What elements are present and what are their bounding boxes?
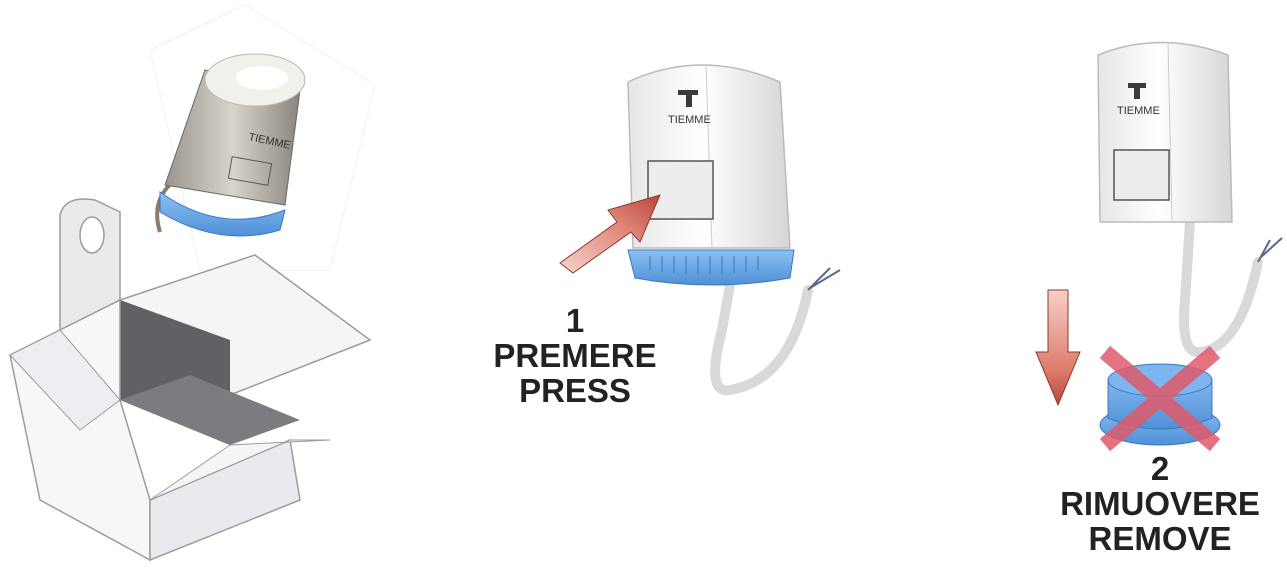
actuator-cable	[715, 285, 808, 390]
step-2-label: 2 RIMUOVERE REMOVE	[1040, 452, 1280, 557]
cable-wires	[808, 268, 840, 290]
step-2-label-en: REMOVE	[1040, 522, 1280, 557]
step-1-label-it: PREMERE	[470, 339, 680, 374]
step-1-label: 1 PREMERE PRESS	[470, 304, 680, 409]
actuator-blue-ring	[628, 250, 794, 285]
remove-arrow	[1036, 290, 1080, 405]
step-2-label-it: RIMUOVERE	[1040, 487, 1280, 522]
step-1-number: 1	[470, 304, 680, 339]
cable-wires-right	[1258, 238, 1282, 262]
step-1-label-en: PRESS	[470, 374, 680, 409]
actuator-small-cap	[236, 66, 288, 90]
packaging-illustration: TIEMME	[10, 5, 375, 560]
actuator-cable-right	[1184, 222, 1258, 352]
actuator-logo-text: TIEMME	[668, 114, 711, 126]
release-button-right	[1114, 150, 1169, 200]
step-2-number: 2	[1040, 452, 1280, 487]
release-button	[648, 161, 713, 219]
actuator-logo-text-right: TIEMME	[1117, 105, 1160, 117]
actuator-remove-illustration: TIEMME	[1036, 42, 1282, 445]
hanger-hole	[80, 217, 104, 253]
